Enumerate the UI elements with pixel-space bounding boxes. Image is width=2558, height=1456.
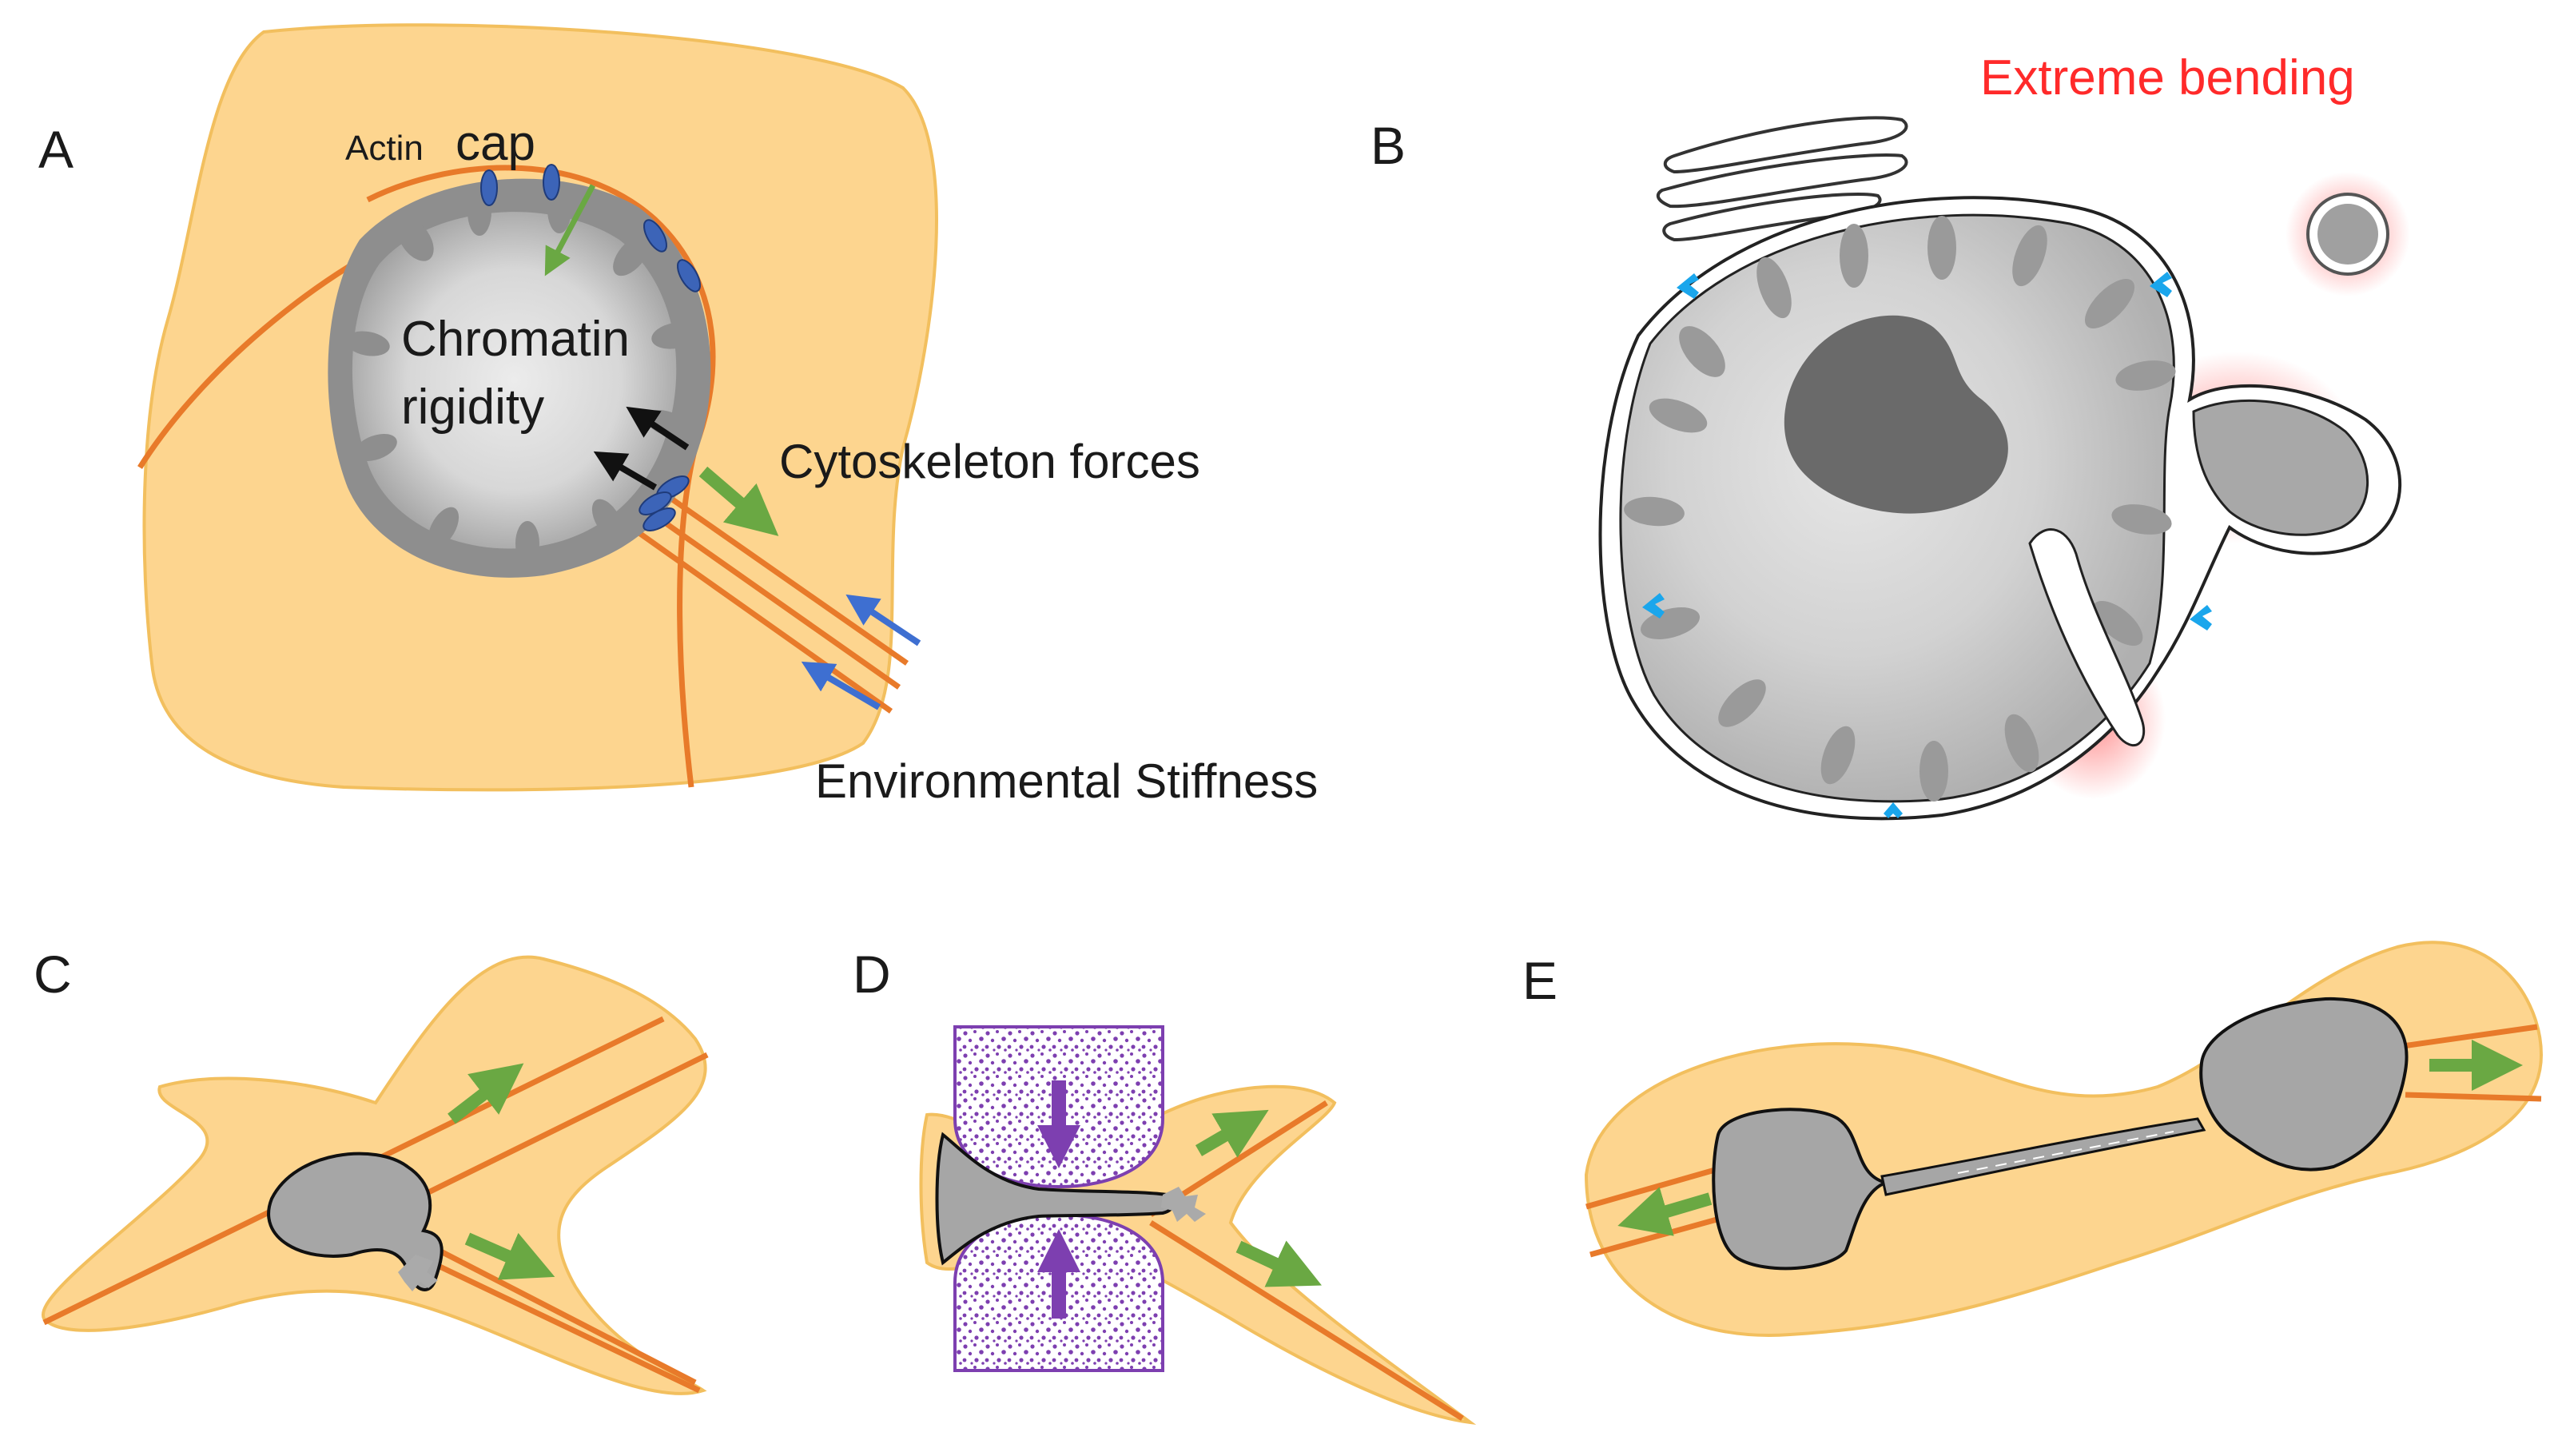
panel-c-arrow-up (448, 1063, 524, 1124)
panel-e-label: E (1522, 951, 1557, 1010)
panel-d-nucleus (935, 1132, 1176, 1266)
panel-d-label: D (853, 945, 891, 1004)
panel-d-nuclear-protrusion (1161, 1187, 1206, 1222)
panel-b-nuclear-pore-markers (1642, 272, 2212, 818)
panel-e-arrow-left (1617, 1187, 1713, 1236)
panel-d-arrow-down (1235, 1240, 1322, 1287)
panel-e: E (1522, 941, 2544, 1337)
panel-c: C (34, 945, 709, 1395)
panel-d-arrow-up (1195, 1109, 1269, 1158)
panel-c-fiber-2 (414, 1052, 709, 1202)
panel-a-cytoskeleton-arrow (698, 466, 779, 536)
panel-a-actin-label: Actin (345, 129, 424, 168)
panel-a-environment-label: Environmental Stiffness (815, 754, 1318, 808)
panel-a: A Actin cap Chromatin rigidity Cytoskele… (38, 23, 1318, 808)
panel-b-extreme-bending-label: Extreme bending (1980, 50, 2355, 105)
panel-a-chromatin-label: Chromatin (401, 312, 630, 367)
panel-c-label: C (34, 945, 72, 1004)
panel-a-fiber-bundle-1 (653, 485, 909, 666)
panel-e-left-nucleus (1712, 1108, 1892, 1271)
panel-d: D (853, 945, 1477, 1425)
panel-c-nuclear-protrusion (398, 1255, 438, 1291)
panel-a-cap-label: cap (456, 116, 535, 171)
panel-a-blue-arrow-1 (845, 594, 921, 646)
panel-a-linc-complexes (480, 164, 701, 531)
panel-c-fiber-3 (430, 1243, 697, 1386)
panel-e-fiber-right-2 (2405, 1092, 2542, 1102)
panel-b-invagination (2028, 528, 2146, 746)
panel-b-lamina-teeth (1624, 216, 2176, 802)
panel-a-black-arrow-2 (593, 451, 658, 491)
panel-c-nucleus (267, 1152, 444, 1291)
panel-a-blue-arrow-2 (801, 661, 881, 710)
panel-b-label: B (1370, 116, 1406, 175)
panel-e-fiber-right-1 (2397, 1024, 2538, 1050)
panel-e-bridge-highlight (1957, 1131, 2174, 1174)
panel-a-fiber-bundle-2 (641, 505, 901, 690)
panel-d-compression-arrows (1037, 1080, 1080, 1319)
panel-c-fiber-4 (430, 1259, 701, 1394)
panel-b: B Extreme bending (1370, 50, 2410, 821)
panel-a-fiber-bundle-3 (629, 525, 893, 714)
panel-a-cap-force-arrow (544, 184, 596, 276)
panel-a-rigidity-label: rigidity (401, 380, 544, 435)
panel-d-fiber-2 (1149, 1220, 1464, 1421)
panel-a-actin-cap-fiber (366, 165, 716, 788)
panel-c-arrow-down (464, 1232, 555, 1280)
panel-e-fiber-left-1 (1585, 1164, 1727, 1210)
panel-a-cytoskeleton-label: Cytoskeleton forces (779, 435, 1200, 488)
panel-a-label: A (38, 120, 74, 179)
panel-a-black-arrow-1 (626, 406, 690, 451)
panel-b-micronucleus-core (2317, 204, 2378, 265)
panel-b-nucleolus (1784, 315, 2008, 514)
panel-e-right-nucleus (2199, 997, 2409, 1172)
panel-b-bleb (2192, 399, 2369, 536)
